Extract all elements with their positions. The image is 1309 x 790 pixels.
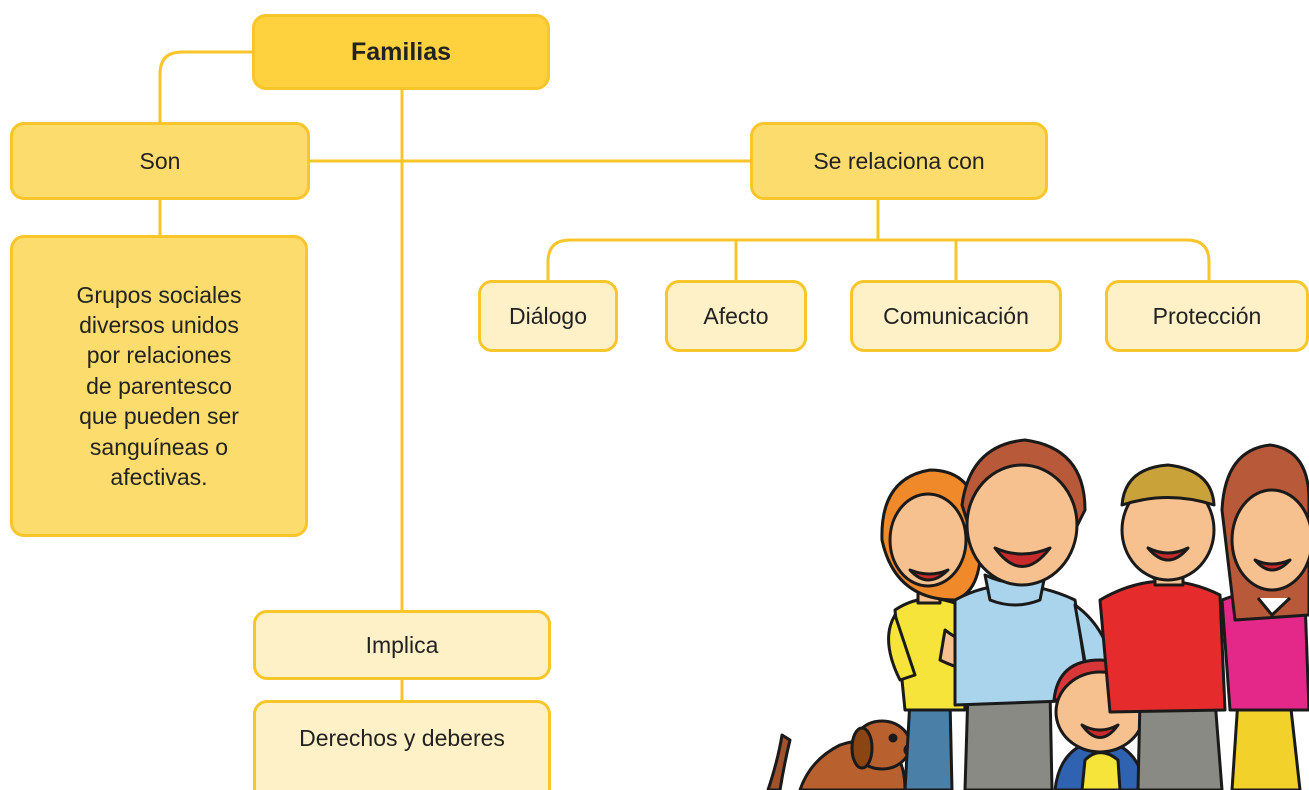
node-se-relaciona-label: Se relaciona con — [813, 147, 985, 174]
node-dialogo-label: Diálogo — [509, 302, 587, 329]
node-comunicacion: Comunicación — [850, 280, 1062, 352]
node-son-description: Grupos sociales diversos unidos por rela… — [10, 235, 308, 537]
node-comunicacion-label: Comunicación — [883, 302, 1029, 329]
node-son: Son — [10, 122, 310, 200]
node-son-label: Son — [139, 147, 181, 174]
node-derechos: Derechos y deberes — [253, 700, 551, 790]
connector-root-son — [158, 50, 254, 124]
node-afecto: Afecto — [665, 280, 807, 352]
man-center-icon — [953, 438, 1117, 790]
woman-right-icon — [1220, 443, 1309, 790]
node-son-description-label: Grupos sociales diversos unidos por rela… — [76, 281, 242, 490]
node-familias-label: Familias — [350, 37, 452, 66]
node-familias: Familias — [252, 14, 550, 90]
dog-icon — [766, 719, 917, 790]
node-dialogo: Diálogo — [478, 280, 618, 352]
connector-branch — [546, 238, 1211, 282]
node-derechos-label: Derechos y deberes — [299, 725, 505, 752]
man-right-icon — [1098, 463, 1227, 790]
node-proteccion-label: Protección — [1152, 302, 1262, 329]
node-proteccion: Protección — [1105, 280, 1309, 352]
node-se-relaciona: Se relaciona con — [750, 122, 1048, 200]
node-implica-label: Implica — [365, 631, 439, 658]
node-implica: Implica — [253, 610, 551, 680]
node-afecto-label: Afecto — [703, 302, 769, 329]
